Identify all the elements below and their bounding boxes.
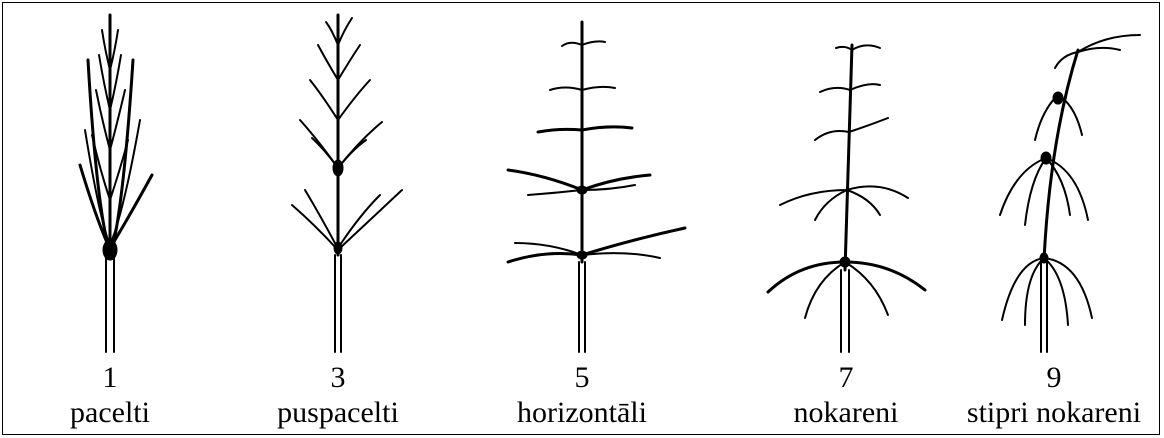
panel-3-number: 3 <box>330 361 346 394</box>
plant-strongly-drooping <box>999 34 1141 353</box>
plant-drooping <box>766 43 927 353</box>
panel-3-label: puspacelti <box>277 396 399 429</box>
panel-7-label: nokareni <box>793 396 899 429</box>
plant-semi-erect <box>291 13 403 353</box>
plant-erect <box>78 13 154 353</box>
panel-9-number: 9 <box>1046 361 1062 394</box>
panel-1-label: pacelti <box>70 396 150 429</box>
plant-horizontal <box>506 20 687 353</box>
panel-5-number: 5 <box>574 361 590 394</box>
panel-1-number: 1 <box>102 361 118 394</box>
panel-7-number: 7 <box>838 361 854 394</box>
panel-9-label: stipri nokareni <box>966 396 1142 429</box>
panel-5-label: horizontāli <box>517 396 647 429</box>
